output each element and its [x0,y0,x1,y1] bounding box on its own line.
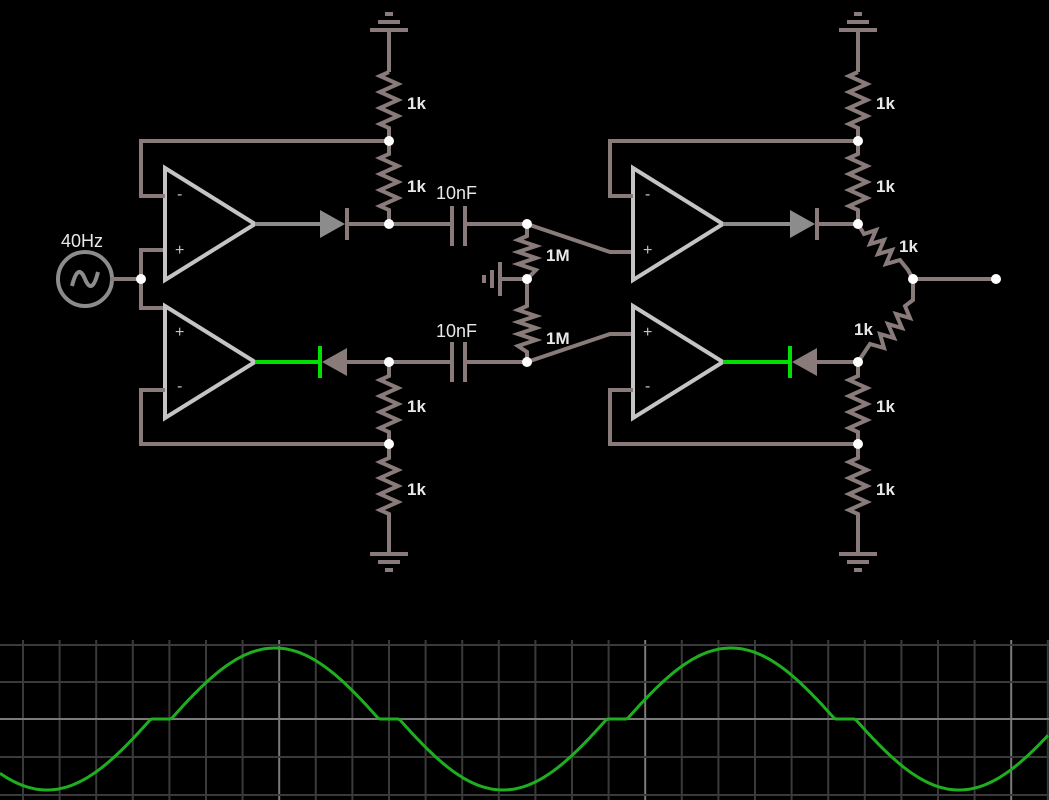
resistor[interactable] [375,444,403,552]
resistor-label: 1k [407,397,426,416]
opamp-minus-label: - [177,186,182,203]
node [853,136,863,146]
opamp-left-bottom[interactable]: + - [163,302,259,422]
node [853,439,863,449]
ground-middle [482,262,527,296]
resistor[interactable] [375,141,403,224]
resistor-label: 1M [546,329,570,348]
node [853,219,863,229]
scope-grid [0,640,1049,800]
diode-right-bottom[interactable] [788,346,817,378]
capacitor-label: 10nF [436,183,477,203]
resistor-label: 1k [407,177,426,196]
oscilloscope[interactable] [0,640,1049,800]
node [853,357,863,367]
resistor-label: 1k [854,320,873,339]
resistor-label: 1k [407,480,426,499]
diode-left-bottom[interactable] [318,346,347,378]
resistor[interactable] [375,362,403,444]
junction-nodes [136,136,1001,449]
resistor-label: 1k [876,177,895,196]
ac-source[interactable]: 40Hz [56,231,114,308]
resistor-label: 1k [876,94,895,113]
node [522,357,532,367]
resistor-label: 1M [546,246,570,265]
opamp-minus-label: - [645,186,650,203]
resistor[interactable] [844,362,872,444]
resistor-label: 1k [876,480,895,499]
resistor[interactable] [511,279,543,362]
node [522,219,532,229]
opamp-right-top[interactable]: - + [631,164,727,284]
resistor[interactable] [844,70,872,141]
resistor[interactable] [844,444,872,552]
opamp-plus-label: + [175,242,184,259]
resistor-label: 1k [876,397,895,416]
node [908,274,918,284]
wire [608,139,860,198]
wire [139,139,391,198]
node [384,357,394,367]
output-terminal [991,274,1001,284]
opamp-minus-label: - [177,378,182,395]
source-label: 40Hz [61,231,103,251]
wire [524,332,634,365]
capacitor-label: 10nF [436,321,477,341]
opamp-plus-label: + [175,324,184,341]
resistor-label: 1k [407,94,426,113]
resistor-label: 1k [899,237,918,256]
sine-glyph-icon [70,270,100,288]
wire [524,221,634,254]
resistor[interactable] [856,279,915,364]
diode-right-top[interactable] [790,208,819,240]
ground-left-bottom [370,552,408,572]
opamp-plus-label: + [643,324,652,341]
node [384,439,394,449]
ground-right-bottom [839,552,877,572]
node [384,136,394,146]
resistor[interactable] [844,141,872,224]
node [384,219,394,229]
ground-right-top [839,12,877,72]
resistor[interactable] [511,224,543,281]
ground-left-top [370,12,408,72]
wire [139,388,391,446]
resistor[interactable] [856,222,915,280]
opamp-right-bottom[interactable]: + - [631,302,727,422]
opamp-plus-label: + [643,242,652,259]
diode-left-top[interactable] [320,208,349,240]
node [136,274,146,284]
circuit-canvas[interactable]: 40Hz - + + - 1k 1k 1k 1k [0,0,1049,640]
opamp-left-top[interactable]: - + [163,164,259,284]
scope-trace [0,646,1049,792]
node [522,274,532,284]
opamp-minus-label: - [645,378,650,395]
wire [608,388,860,446]
resistor[interactable] [375,70,403,141]
